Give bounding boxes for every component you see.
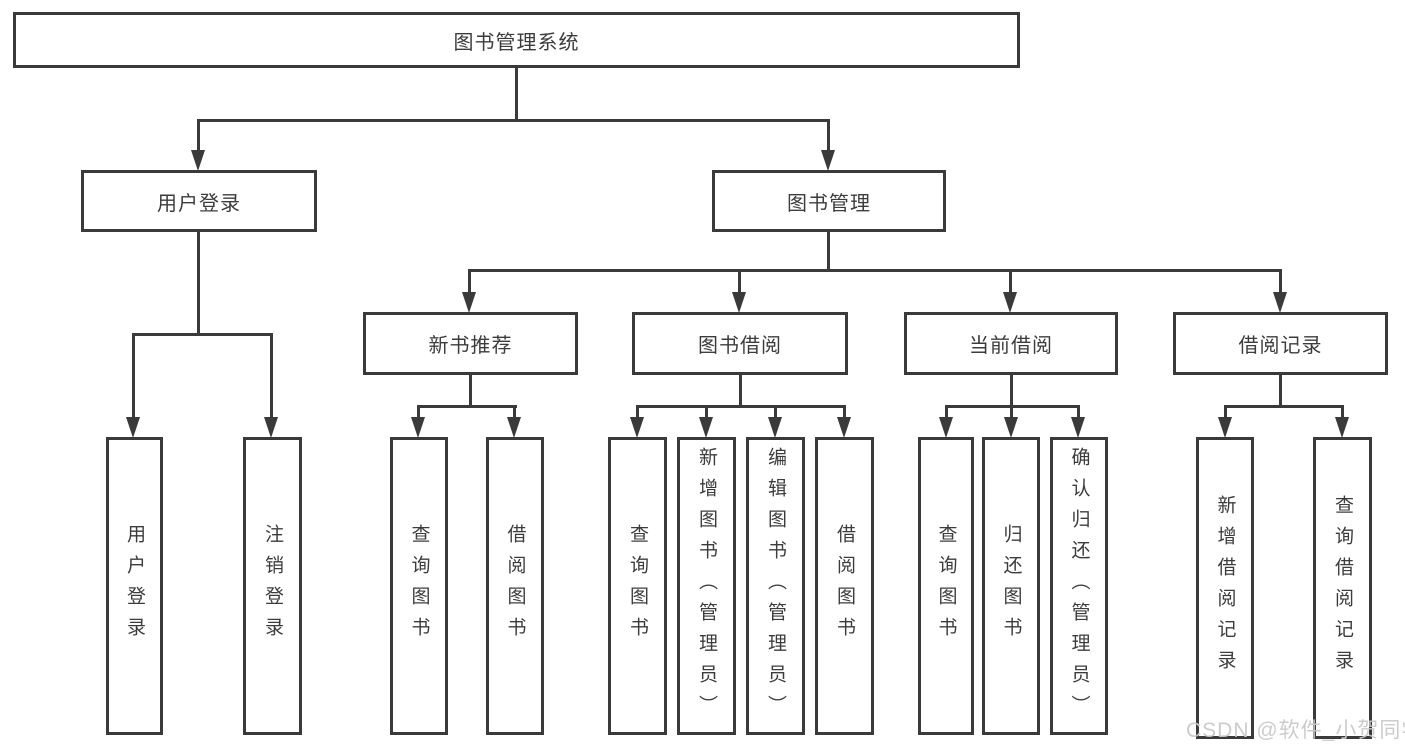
- arrow-down-icon: [507, 417, 521, 438]
- csdn-watermark: CSDN @软件_小贺同学: [1186, 719, 1405, 742]
- node-book-management: 图书管理: [712, 170, 946, 232]
- connector-line: [1077, 405, 1080, 418]
- node-borrowing-records: 借阅记录: [1173, 312, 1388, 375]
- connector-line: [417, 405, 517, 408]
- arrow-down-icon: [837, 417, 851, 438]
- connector-line: [827, 119, 830, 152]
- connector-line: [270, 333, 273, 419]
- leaf-confirm-return-admin: 确认归还（管理员）: [1050, 437, 1108, 735]
- arrow-down-icon: [821, 150, 835, 171]
- connector-line: [738, 269, 741, 294]
- leaf-query-books-current: 查询图书: [918, 437, 974, 735]
- connector-line: [945, 405, 948, 418]
- leaf-add-books-admin: 新增图书（管理员）: [677, 437, 736, 735]
- connector-line: [197, 231, 200, 335]
- node-current-borrowing: 当前借阅: [904, 312, 1118, 375]
- arrow-down-icon: [1273, 292, 1287, 313]
- arrow-down-icon: [1003, 292, 1017, 313]
- connector-line: [1279, 374, 1282, 407]
- node-book-borrowing: 图书借阅: [632, 312, 848, 375]
- connector-line: [739, 374, 742, 407]
- connector-line: [417, 405, 420, 418]
- arrow-down-icon: [732, 292, 746, 313]
- arrow-down-icon: [630, 417, 644, 438]
- arrow-down-icon: [411, 417, 425, 438]
- arrow-down-icon: [1004, 417, 1018, 438]
- connector-line: [1224, 405, 1227, 418]
- arrow-down-icon: [264, 417, 278, 438]
- leaf-return-books: 归还图书: [982, 437, 1040, 735]
- connector-line: [1009, 269, 1012, 294]
- connector-line: [1279, 269, 1282, 294]
- connector-line: [1010, 405, 1013, 418]
- connector-line: [132, 333, 273, 336]
- leaf-add-borrow-record: 新增借阅记录: [1196, 437, 1254, 739]
- connector-line: [1224, 405, 1343, 408]
- arrow-down-icon: [768, 417, 782, 438]
- arrow-down-icon: [939, 417, 953, 438]
- connector-line: [468, 269, 471, 294]
- connector-line: [636, 405, 639, 418]
- connector-line: [513, 405, 516, 418]
- connector-line: [774, 405, 777, 418]
- connector-line: [468, 269, 1281, 272]
- arrow-down-icon: [1218, 417, 1232, 438]
- connector-line: [705, 405, 708, 418]
- connector-line: [197, 119, 830, 122]
- leaf-query-books-borrowing: 查询图书: [608, 437, 667, 735]
- arrow-down-icon: [126, 417, 140, 438]
- node-new-book-recommendation: 新书推荐: [363, 312, 578, 375]
- connector-line: [1341, 405, 1344, 418]
- leaf-user-login: 用户登录: [106, 437, 163, 735]
- arrow-down-icon: [462, 292, 476, 313]
- leaf-logout: 注销登录: [243, 437, 302, 735]
- connector-line: [132, 333, 135, 419]
- connector-line: [469, 374, 472, 407]
- arrow-down-icon: [1335, 417, 1349, 438]
- leaf-borrow-books: 借阅图书: [815, 437, 874, 735]
- node-user-login: 用户登录: [81, 170, 317, 232]
- connector-line: [515, 67, 518, 120]
- connector-line: [843, 405, 846, 418]
- leaf-query-borrow-record: 查询借阅记录: [1313, 437, 1372, 739]
- arrow-down-icon: [1071, 417, 1085, 438]
- leaf-edit-books-admin: 编辑图书（管理员）: [746, 437, 805, 735]
- connector-line: [197, 119, 200, 152]
- connector-line: [636, 405, 846, 408]
- leaf-borrow-books-recommend: 借阅图书: [486, 437, 544, 735]
- arrow-down-icon: [699, 417, 713, 438]
- leaf-query-books-recommend: 查询图书: [390, 437, 448, 735]
- arrow-down-icon: [191, 150, 205, 171]
- connector-line: [1010, 374, 1013, 407]
- node-library-management-system: 图书管理系统: [13, 12, 1020, 68]
- connector-line: [827, 231, 830, 272]
